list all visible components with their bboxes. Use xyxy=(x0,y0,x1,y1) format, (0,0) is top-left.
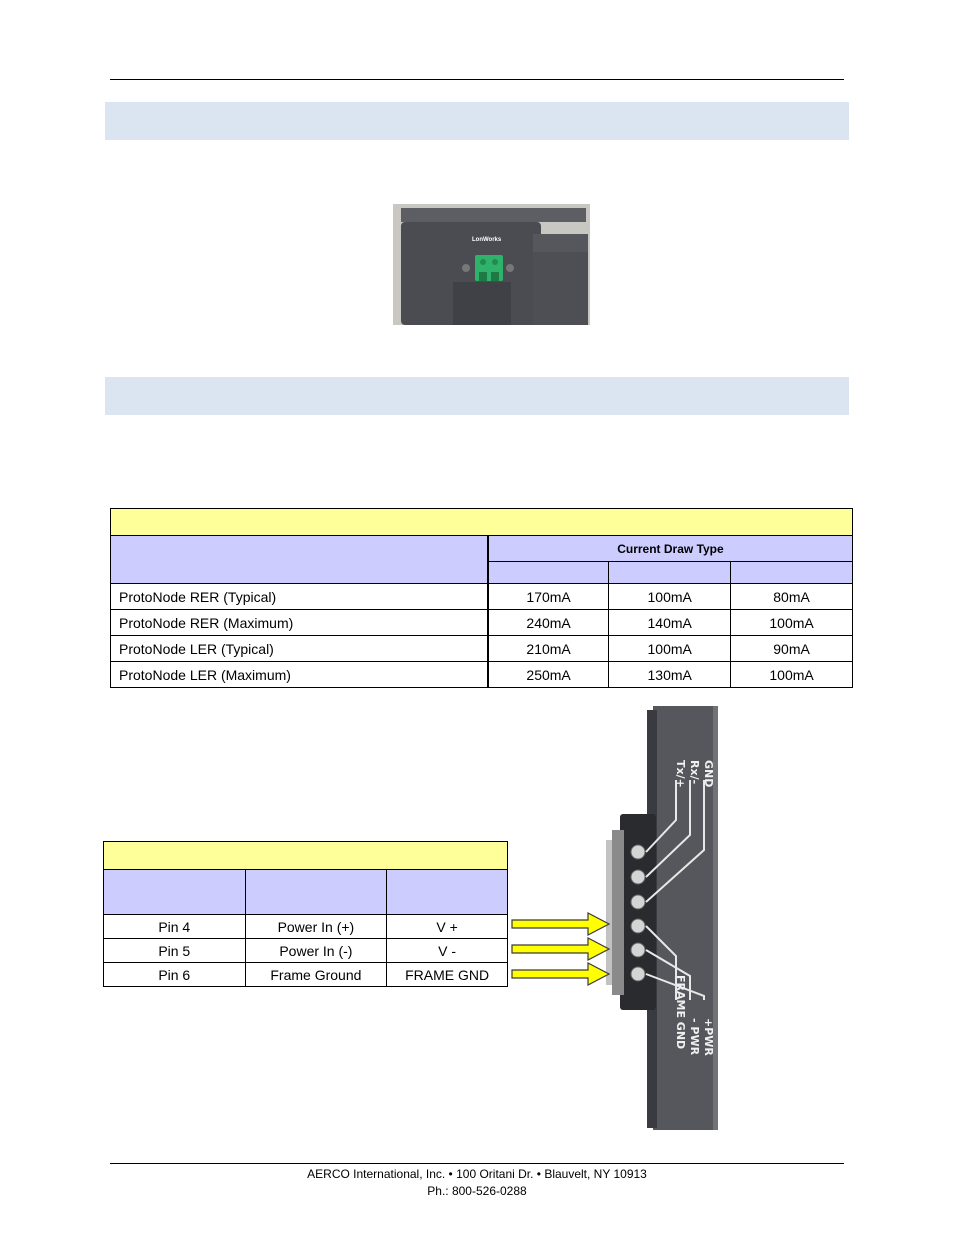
terminal-label-gnd: GND xyxy=(702,760,715,787)
terminal-label-rx: Rx/- xyxy=(688,760,701,784)
table-row: ProtoNode LER (Maximum) 250mA 130mA 100m… xyxy=(109,661,853,688)
terminal-label-tx: Tx/+ xyxy=(674,760,687,788)
screw-icon xyxy=(630,894,646,910)
pin-table-header-row xyxy=(103,869,508,915)
table-row: Pin 5 Power In (-) V - xyxy=(103,938,508,963)
device-name-cell: ProtoNode RER (Typical) xyxy=(109,583,489,610)
value-cell: 170mA xyxy=(487,583,610,610)
device-header-cell xyxy=(109,535,489,584)
subheader-cell xyxy=(608,561,732,584)
value-cell: 100mA xyxy=(608,583,732,610)
current-draw-table: Current Draw Type ProtoNode RER (Typical… xyxy=(109,508,853,688)
table-row: ProtoNode RER (Maximum) 240mA 140mA 100m… xyxy=(109,609,853,636)
label-cell: V + xyxy=(386,914,508,939)
pin-cell: Pin 6 xyxy=(103,962,246,987)
value-cell: 250mA xyxy=(487,661,610,688)
device-body xyxy=(653,706,717,1130)
value-cell: 90mA xyxy=(730,635,853,662)
terminal-connector xyxy=(620,814,656,1010)
screw-icon xyxy=(630,942,646,958)
connector-side xyxy=(612,830,624,995)
terminal-label-frame-gnd: FRAME GND xyxy=(674,975,687,1049)
screw-terminals xyxy=(630,844,646,982)
footer-rule xyxy=(110,1163,844,1164)
screw-icon xyxy=(630,966,646,982)
table-row: Pin 4 Power In (+) V + xyxy=(103,914,508,939)
header-rule xyxy=(110,79,844,80)
power-pin-table: Pin 4 Power In (+) V + Pin 5 Power In (-… xyxy=(103,841,508,987)
value-cell: 140mA xyxy=(608,609,732,636)
terminal-label-pwr-plus: +PWR xyxy=(702,1018,715,1056)
table-row: ProtoNode LER (Typical) 210mA 100mA 90mA xyxy=(109,635,853,662)
pin-cell: Pin 4 xyxy=(103,914,246,939)
label-traces xyxy=(645,780,705,1000)
screw-icon xyxy=(630,844,646,860)
pin-cell: Pin 5 xyxy=(103,938,246,963)
value-cell: 100mA xyxy=(608,635,732,662)
current-table-title-cell xyxy=(110,508,853,536)
section-heading-band xyxy=(105,102,849,140)
device-name-cell: ProtoNode RER (Maximum) xyxy=(109,609,489,636)
lonworks-device-graphic xyxy=(393,204,590,325)
current-table-title-row xyxy=(110,508,853,536)
arrow-pin-5-icon xyxy=(511,937,611,961)
value-cell: 100mA xyxy=(730,609,853,636)
terminal-block-diagram: GND Rx/- Tx/+ +PWR - PWR FRAME GND xyxy=(511,706,718,1130)
value-cell: 80mA xyxy=(730,583,853,610)
value-cell: 130mA xyxy=(608,661,732,688)
pin-table-title-row xyxy=(103,841,508,870)
label-cell: FRAME GND xyxy=(386,962,508,987)
section-heading-band-2 xyxy=(105,377,849,415)
value-cell: 100mA xyxy=(730,661,853,688)
label-cell: V - xyxy=(386,938,508,963)
footer-address: AERCO International, Inc. • 100 Oritani … xyxy=(307,1167,647,1181)
function-header-cell xyxy=(244,869,388,915)
arrow-pin-4-icon xyxy=(511,912,611,936)
trace-line xyxy=(645,780,677,853)
trace-line xyxy=(645,973,705,1000)
current-table-subheader-row xyxy=(111,561,853,584)
trace-line xyxy=(645,780,705,903)
subheader-cell xyxy=(487,561,610,584)
arrow-pin-6-icon xyxy=(511,962,611,986)
pin-table-title-cell xyxy=(103,841,508,870)
current-draw-type-header: Current Draw Type xyxy=(487,535,853,562)
terminal-label-pwr-minus: - PWR xyxy=(688,1018,701,1056)
subheader-cell xyxy=(730,561,853,584)
device-name-cell: ProtoNode LER (Typical) xyxy=(109,635,489,662)
lonworks-label: LonWorks xyxy=(472,237,502,243)
table-row: Pin 6 Frame Ground FRAME GND xyxy=(103,962,508,987)
device-highlight xyxy=(713,706,718,1130)
trace-line xyxy=(645,949,691,1000)
device-name-cell: ProtoNode LER (Maximum) xyxy=(109,661,489,688)
function-cell: Power In (-) xyxy=(244,938,388,963)
pin-header-cell xyxy=(103,869,246,915)
current-table-header-row: Current Draw Type xyxy=(109,535,853,584)
label-header-cell xyxy=(386,869,508,915)
footer-phone: Ph.: 800-526-0288 xyxy=(427,1184,527,1198)
lonworks-connector-photo: LonWorks xyxy=(393,204,590,325)
value-cell: 240mA xyxy=(487,609,610,636)
function-cell: Frame Ground xyxy=(244,962,388,987)
screw-icon xyxy=(630,869,646,885)
function-cell: Power In (+) xyxy=(244,914,388,939)
screw-icon xyxy=(630,918,646,934)
trace-line xyxy=(645,780,691,878)
value-cell: 210mA xyxy=(487,635,610,662)
table-row: ProtoNode RER (Typical) 170mA 100mA 80mA xyxy=(109,583,853,610)
